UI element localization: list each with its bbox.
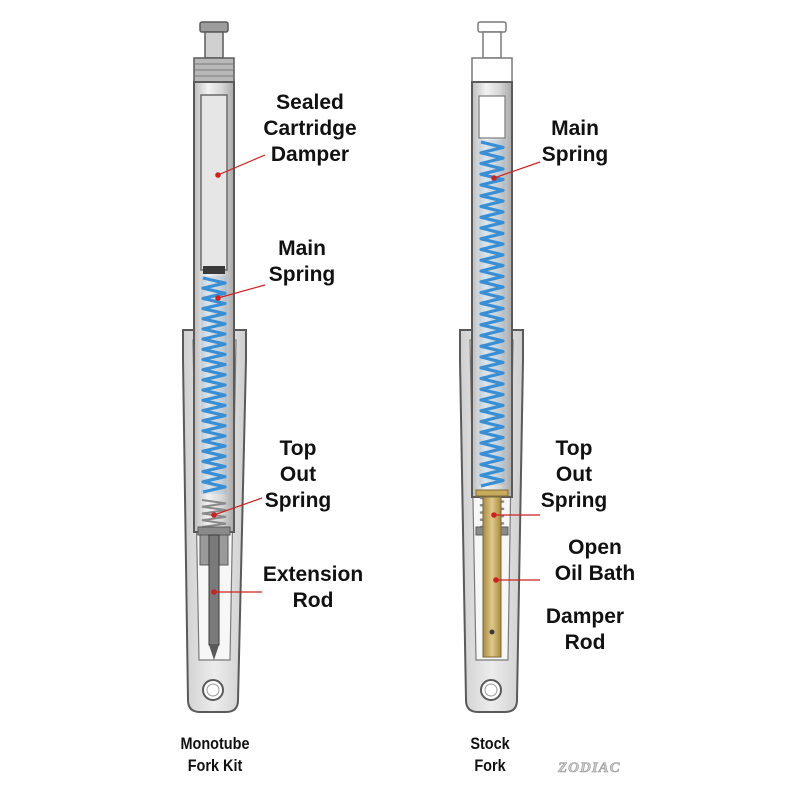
left-top-out-spring xyxy=(201,499,227,528)
right-fork-cap xyxy=(477,21,507,33)
label-right-top-out-spring: Top Out Spring xyxy=(540,437,608,512)
zodiac-logo: ZODIAC xyxy=(558,760,621,777)
caption-stock-fork: Stock Fork xyxy=(470,734,510,775)
left-axle-hole xyxy=(202,679,224,701)
right-main-spring xyxy=(479,140,505,488)
label-left-main-spring: Main Spring xyxy=(268,237,336,286)
caption-monotube-fork-kit: Monotube Fork Kit xyxy=(180,734,250,775)
label-sealed-cartridge-damper: Sealed Cartridge Damper xyxy=(263,91,357,166)
label-right-main-spring: Main Spring xyxy=(541,117,609,166)
left-fork-cap xyxy=(199,21,229,33)
label-damper-rod: Damper Rod xyxy=(545,605,625,654)
right-axle-hole xyxy=(480,679,502,701)
right-damper-rod xyxy=(482,496,502,658)
label-open-oil-bath: Open Oil Bath xyxy=(554,536,636,585)
label-left-top-out-spring: Top Out Spring xyxy=(264,437,332,512)
left-sealed-cartridge xyxy=(200,94,228,271)
label-extension-rod: Extension Rod xyxy=(262,563,364,612)
left-main-spring xyxy=(201,276,227,494)
left-fork xyxy=(182,21,266,713)
right-fork xyxy=(459,21,541,713)
